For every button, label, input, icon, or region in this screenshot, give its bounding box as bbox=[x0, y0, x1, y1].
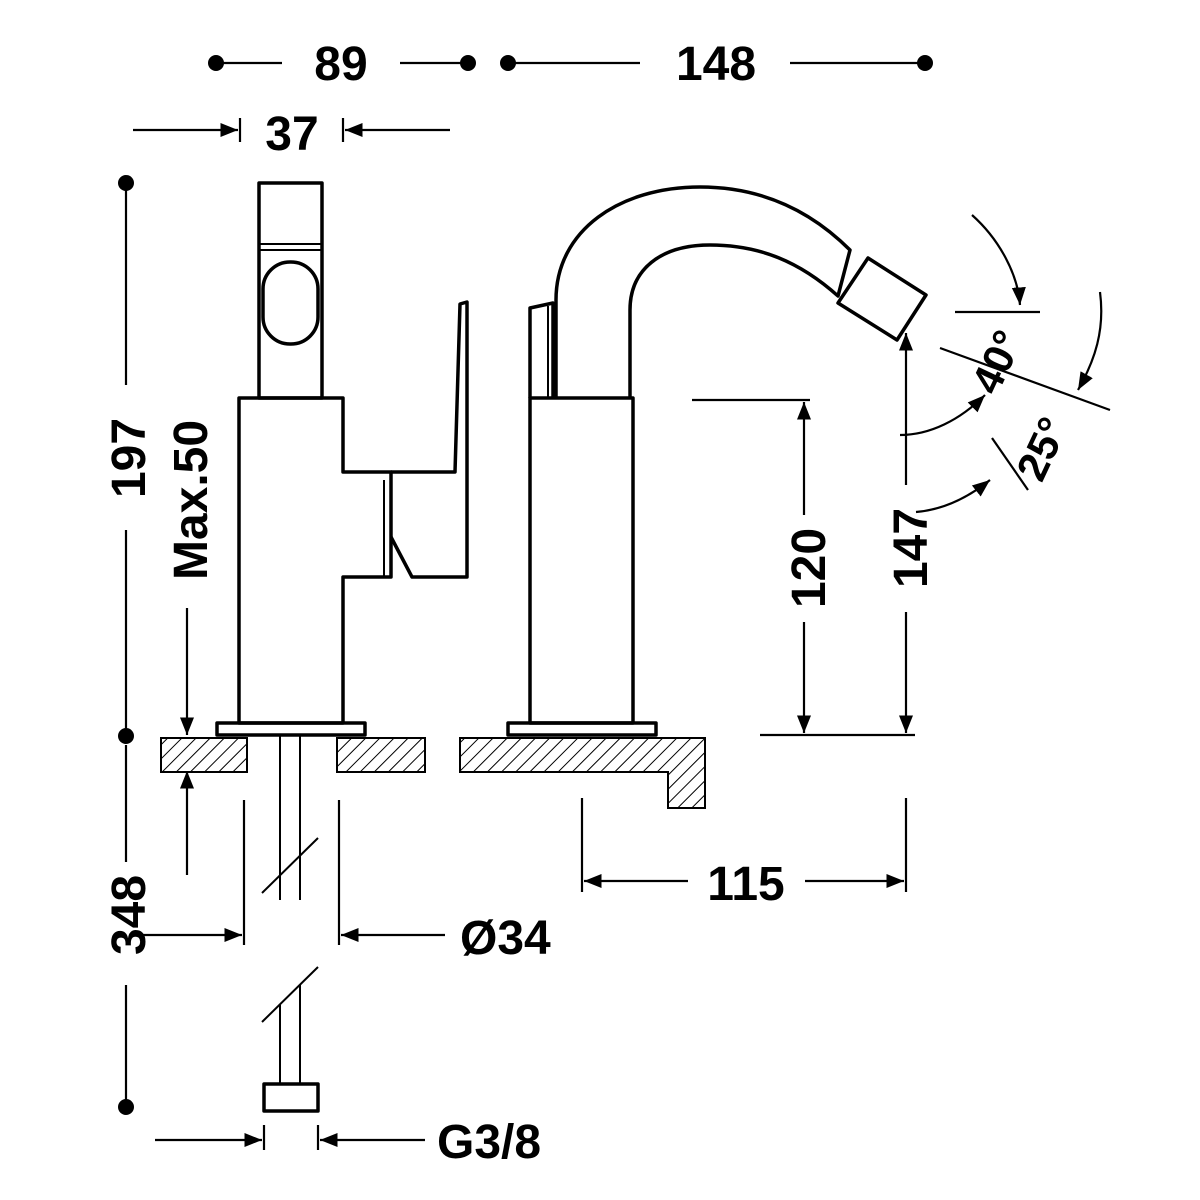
deck-left bbox=[160, 737, 248, 773]
dimension-connection: G3/8 bbox=[155, 1116, 541, 1169]
dimension-spout-reach: 115 bbox=[580, 798, 908, 911]
dimension-spout-height: 120 bbox=[692, 398, 915, 737]
outlet-height-label: 147 bbox=[885, 508, 938, 588]
spout-reach-label: 115 bbox=[707, 858, 784, 911]
deck-right bbox=[336, 737, 426, 773]
spout-height-label: 120 bbox=[783, 528, 836, 608]
hole-diameter-label: Ø34 bbox=[460, 912, 551, 965]
dimension-total-height: 197 bbox=[103, 175, 156, 744]
base-plate bbox=[215, 721, 367, 737]
dimension-handle-width: 37 bbox=[133, 108, 450, 161]
angle-up-label: 40° bbox=[962, 323, 1031, 400]
faucet-body bbox=[237, 396, 393, 725]
handle-width-label: 37 bbox=[265, 108, 318, 161]
lever-knob bbox=[261, 260, 320, 346]
dimension-max-deck: Max.50 bbox=[165, 420, 218, 875]
dimension-width-left: 89 bbox=[208, 38, 476, 91]
dimension-hose-length: 348 bbox=[103, 745, 156, 1115]
deck-side bbox=[459, 737, 706, 809]
lever-handle bbox=[257, 181, 324, 400]
width-left-label: 89 bbox=[314, 38, 367, 91]
dimension-angles: 40° 25° bbox=[899, 214, 1111, 514]
aerator bbox=[836, 256, 928, 342]
connection-nut bbox=[262, 1082, 320, 1113]
dimension-hole-diameter: Ø34 bbox=[140, 800, 551, 965]
spout bbox=[554, 185, 852, 398]
dimension-width-right: 148 bbox=[500, 38, 933, 91]
side-lever bbox=[389, 300, 469, 579]
dimension-outlet-height: 147 bbox=[885, 333, 938, 733]
side-view bbox=[459, 185, 928, 809]
width-right-label: 148 bbox=[676, 38, 756, 91]
max-deck-label: Max.50 bbox=[165, 420, 218, 580]
front-view bbox=[160, 181, 469, 1113]
total-height-label: 197 bbox=[103, 418, 156, 498]
side-body bbox=[528, 396, 635, 725]
connection-label: G3/8 bbox=[437, 1116, 541, 1169]
hose-length-label: 348 bbox=[103, 875, 156, 955]
side-base-plate bbox=[506, 721, 658, 737]
side-lever-profile bbox=[528, 301, 555, 398]
